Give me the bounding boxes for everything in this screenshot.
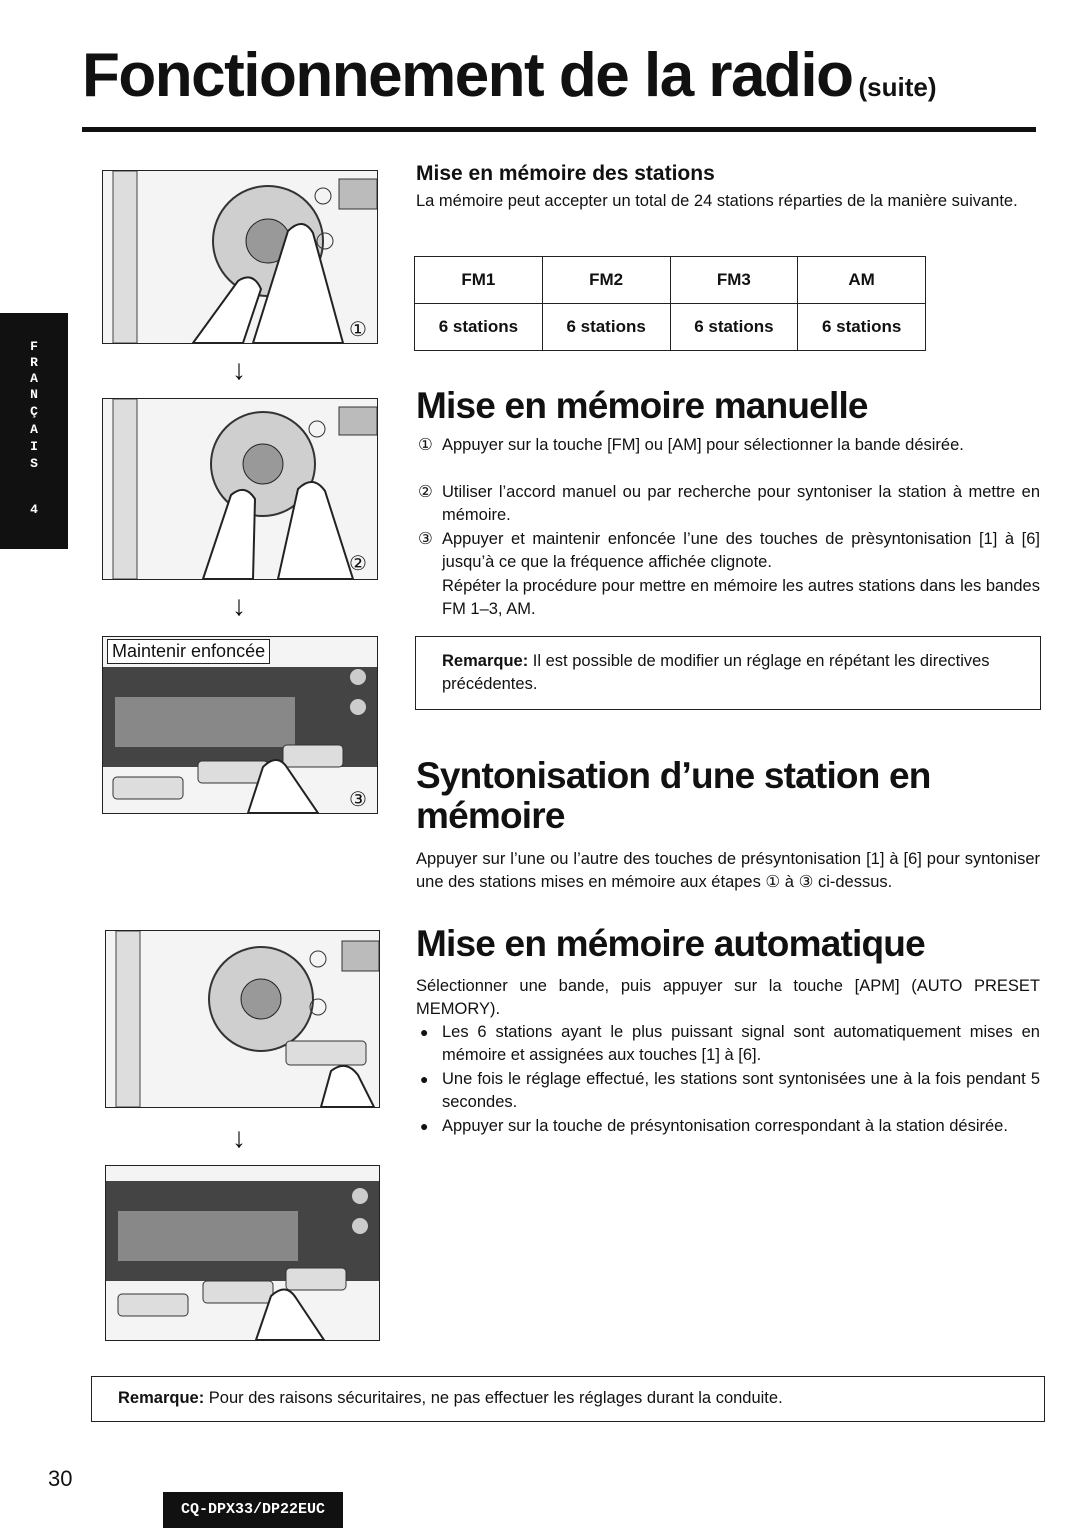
manual-step-2: ② Utiliser l’accord manuel ou par recher…	[418, 481, 1040, 527]
page-title-suffix: (suite)	[858, 72, 937, 102]
side-tab-letter: A	[30, 371, 38, 386]
auto-bullet-2: ● Une fois le réglage effectué, les stat…	[418, 1068, 1040, 1114]
auto-memory-heading: Mise en mémoire automatique	[416, 923, 926, 964]
stations-table: FM1 FM2 FM3 AM 6 stations 6 stations 6 s…	[414, 256, 926, 351]
table-header-cell: FM3	[669, 256, 799, 304]
page-title-text: Fonctionnement de la radio	[82, 41, 854, 110]
tuning-text: Appuyer sur l’une ou l’autre des touches…	[416, 850, 1040, 891]
illustration-tuning: ②	[102, 398, 378, 580]
table-cell: 6 stations	[797, 303, 926, 351]
illustration-band-button: ①	[102, 170, 378, 344]
radio-display-hand-drawing	[103, 667, 377, 813]
radio-knob-hand-drawing	[112, 171, 377, 343]
table-row: 6 stations 6 stations 6 stations 6 stati…	[414, 303, 926, 351]
footer-note-box: Remarque: Pour des raisons sécuritaires,…	[91, 1376, 1045, 1422]
step-marker-3: ③	[349, 789, 367, 811]
step-marker: ③	[418, 530, 433, 548]
model-label: CQ-DPX33/DP22EUC	[163, 1492, 343, 1528]
table-cell: 6 stations	[669, 303, 799, 351]
bullet-text: Appuyer sur la touche de présyntonisatio…	[442, 1117, 1008, 1135]
auto-bullet-1: ● Les 6 stations ayant le plus puissant …	[418, 1021, 1040, 1067]
step-marker-1: ①	[349, 319, 367, 341]
stations-memory-heading: Mise en mémoire des stations	[416, 162, 715, 185]
table-header-cell: AM	[797, 256, 926, 304]
manual-memory-heading: Mise en mémoire manuelle	[416, 385, 869, 426]
radio-knob-hand-drawing	[112, 399, 377, 579]
step-marker-2: ②	[349, 553, 367, 575]
stations-memory-intro: La mémoire peut accepter un total de 24 …	[416, 192, 1018, 210]
manual-step-3: ③ Appuyer et maintenir enfoncée l’une de…	[418, 528, 1040, 574]
illustration-apm-button	[105, 930, 380, 1108]
down-arrow-icon: ↓	[232, 354, 246, 385]
note-text: Pour des raisons sécuritaires, ne pas ef…	[208, 1389, 783, 1407]
bullet-text: Une fois le réglage effectué, les statio…	[442, 1070, 1040, 1111]
auto-bullet-3: ● Appuyer sur la touche de présyntonisat…	[418, 1115, 1040, 1138]
side-tab-letter: R	[30, 355, 38, 370]
step-marker: ①	[418, 436, 433, 454]
table-header-cell: FM1	[414, 256, 543, 304]
tuning-heading-line-1: Syntonisation d’une station en	[416, 755, 931, 796]
illustration-preset-display	[105, 1165, 380, 1341]
manual-note-box: Remarque: Il est possible de modifier un…	[415, 636, 1041, 710]
page-number: 30	[48, 1466, 73, 1491]
step-text: Appuyer sur la touche [FM] ou [AM] pour …	[442, 436, 964, 454]
side-tab-letter: Ç	[30, 404, 38, 419]
table-cell: 6 stations	[541, 303, 671, 351]
table-header-row: FM1 FM2 FM3 AM	[414, 256, 926, 304]
bullet-icon: ●	[420, 1071, 429, 1087]
table-header-cell: FM2	[541, 256, 671, 304]
down-arrow-icon: ↓	[232, 1122, 246, 1153]
bullet-icon: ●	[420, 1024, 429, 1040]
table-cell: 6 stations	[414, 303, 543, 351]
manual-repeat: Répéter la procédure pour mettre en mémo…	[418, 575, 1040, 621]
side-tab-number: 4	[30, 502, 38, 517]
repeat-text: Répéter la procédure pour mettre en mémo…	[442, 577, 1040, 618]
bullet-icon: ●	[420, 1118, 429, 1134]
radio-knob-hand-drawing	[115, 931, 379, 1107]
note-label: Remarque:	[442, 652, 529, 670]
manual-step-1: ① Appuyer sur la touche [FM] ou [AM] pou…	[418, 434, 1040, 457]
step-marker: ②	[418, 483, 433, 501]
side-tab-letter: F	[30, 339, 38, 354]
tuning-heading-line-2: mémoire	[416, 795, 565, 836]
tuning-heading: Syntonisation d’une station en mémoire	[416, 756, 1040, 836]
title-rule	[82, 127, 1036, 132]
side-tab-letter: A	[30, 422, 38, 437]
radio-display-hand-drawing	[106, 1181, 379, 1340]
hold-label: Maintenir enfoncée	[107, 639, 271, 664]
down-arrow-icon: ↓	[232, 590, 246, 621]
auto-memory-intro: Sélectionner une bande, puis appuyer sur…	[416, 977, 1040, 1018]
step-text: Appuyer et maintenir enfoncée l’une des …	[442, 530, 1040, 571]
bullet-text: Les 6 stations ayant le plus puissant si…	[442, 1023, 1040, 1064]
note-text: Il est possible de modifier un réglage e…	[442, 652, 990, 693]
page-title: Fonctionnement de la radio(suite)	[82, 40, 937, 111]
side-tab-letter: S	[30, 456, 38, 471]
step-text: Utiliser l’accord manuel ou par recherch…	[442, 483, 1040, 524]
side-tab-letter: I	[30, 439, 38, 454]
language-side-tab: F R A N Ç A I S 4	[0, 313, 68, 549]
illustration-hold-preset: Maintenir enfoncée ③	[102, 636, 378, 814]
note-label: Remarque:	[118, 1389, 205, 1407]
side-tab-letter: N	[30, 387, 38, 402]
